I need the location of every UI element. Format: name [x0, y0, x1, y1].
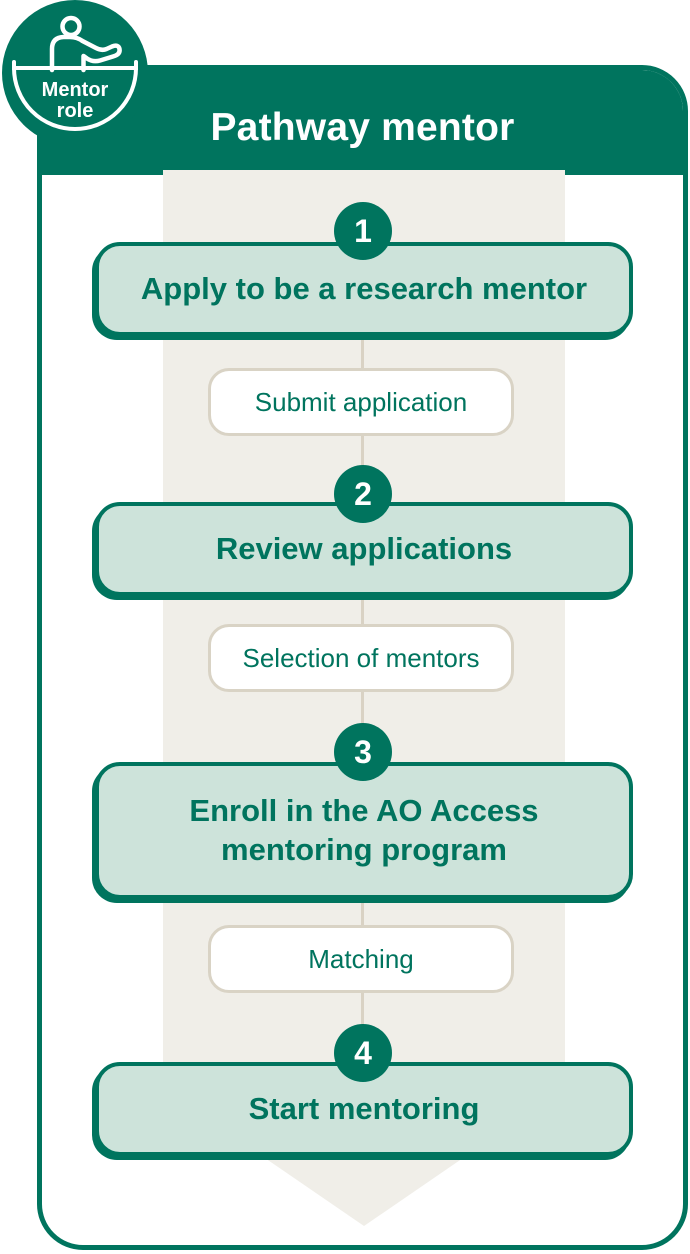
mentor-role-badge: Mentor role: [2, 0, 148, 146]
step-box-3: Enroll in the AO Access mentoring progra…: [95, 762, 633, 899]
page-title: Pathway mentor: [210, 105, 515, 149]
badge-label-line1: Mentor: [42, 79, 109, 101]
step-number-4: 4: [334, 1024, 392, 1082]
step-number-3: 3: [334, 723, 392, 781]
sublabel-submit-application: Submit application: [208, 368, 514, 436]
badge-circle: [2, 0, 148, 146]
sublabel-matching: Matching: [208, 925, 514, 993]
card-header: Pathway mentor: [42, 70, 683, 175]
badge-bowl-outline: [12, 60, 138, 131]
step-number-2: 2: [334, 465, 392, 523]
sublabel-selection-of-mentors: Selection of mentors: [208, 624, 514, 692]
step-number-1: 1: [334, 202, 392, 260]
mentor-person-icon: [49, 15, 122, 73]
badge-label-line2: role: [57, 100, 94, 122]
